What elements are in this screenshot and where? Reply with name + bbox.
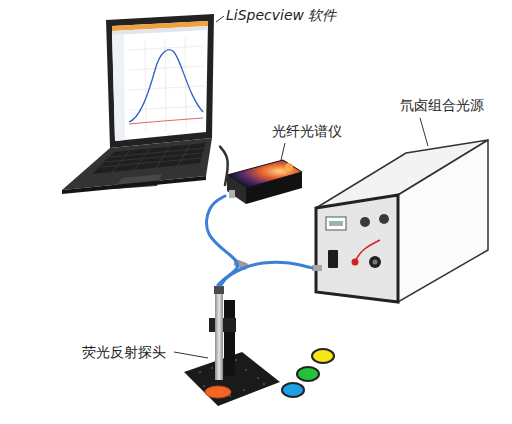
plot-grid bbox=[128, 38, 204, 132]
keyboard bbox=[92, 143, 206, 174]
leader-line bbox=[281, 143, 285, 160]
knob bbox=[360, 217, 370, 227]
display-screen bbox=[329, 221, 343, 226]
blue-filter bbox=[282, 383, 304, 397]
hole bbox=[245, 369, 247, 371]
leader-line bbox=[216, 16, 224, 22]
leader-line bbox=[420, 118, 428, 146]
spectrometer-front bbox=[227, 175, 246, 204]
spectrometer-node: 光纤光谱仪 bbox=[225, 158, 303, 208]
key-row bbox=[110, 148, 205, 157]
baseline-curve bbox=[129, 118, 203, 124]
key-row bbox=[100, 158, 202, 167]
hole bbox=[203, 385, 205, 387]
hole bbox=[243, 389, 245, 391]
connector-core bbox=[373, 260, 378, 265]
usb-cable bbox=[220, 147, 228, 185]
green-filter bbox=[297, 367, 319, 381]
key-col bbox=[178, 144, 190, 166]
device-label: 荧光反射探头 bbox=[82, 343, 166, 361]
laptop bbox=[62, 14, 224, 194]
key-col bbox=[134, 148, 150, 170]
hole bbox=[263, 383, 265, 385]
grid-line bbox=[185, 38, 186, 130]
device-label: LiSpecview 软件 bbox=[226, 6, 336, 24]
window-sidebar bbox=[112, 34, 125, 141]
sample-disc bbox=[205, 386, 231, 398]
red-wire bbox=[355, 240, 380, 262]
knob bbox=[379, 214, 389, 224]
laptop-edge bbox=[62, 176, 206, 194]
grid-line bbox=[145, 40, 146, 132]
probe-boot bbox=[214, 286, 224, 294]
key-col bbox=[156, 146, 170, 168]
sma-port bbox=[229, 190, 235, 198]
window-toolbar bbox=[112, 26, 208, 35]
laptop-screen bbox=[112, 21, 208, 141]
fiber-port bbox=[312, 265, 322, 271]
spectrometer bbox=[227, 143, 302, 204]
hole bbox=[257, 377, 259, 379]
hole bbox=[199, 371, 201, 373]
keyboard-keys bbox=[100, 144, 205, 172]
leader-line bbox=[174, 352, 208, 358]
light-source bbox=[312, 118, 488, 302]
power-switch bbox=[328, 250, 338, 268]
grid-line bbox=[128, 46, 204, 50]
device-label: 光纤光谱仪 bbox=[272, 122, 342, 140]
light-source-node: 氘卤组合光源 bbox=[312, 136, 492, 306]
grid-line bbox=[165, 39, 166, 131]
key-row bbox=[105, 153, 203, 162]
optical-fiber bbox=[221, 262, 312, 285]
probe-tube bbox=[215, 292, 223, 380]
black-connector bbox=[369, 256, 381, 268]
filters bbox=[282, 349, 334, 397]
key-col bbox=[112, 150, 130, 172]
light-source-front bbox=[316, 195, 398, 302]
probe-node: 荧光反射探头 bbox=[180, 285, 280, 410]
grid-line bbox=[128, 86, 204, 90]
display-window bbox=[326, 217, 346, 230]
hole bbox=[211, 367, 213, 369]
spectrum-curve bbox=[129, 50, 203, 122]
device-label: 氘卤组合光源 bbox=[400, 96, 484, 114]
laptop-node: LiSpecview 软件 bbox=[58, 12, 220, 194]
laptop-screen-frame bbox=[106, 14, 214, 148]
probe-stand bbox=[174, 286, 280, 406]
hole bbox=[235, 359, 237, 361]
grid-line bbox=[128, 66, 204, 70]
laptop-base bbox=[62, 138, 212, 190]
yellow-filter bbox=[312, 349, 334, 363]
spectrometer-side bbox=[246, 172, 302, 204]
light-source-side bbox=[398, 140, 488, 302]
top-graphic bbox=[285, 163, 293, 171]
vertical-rail bbox=[224, 300, 235, 376]
